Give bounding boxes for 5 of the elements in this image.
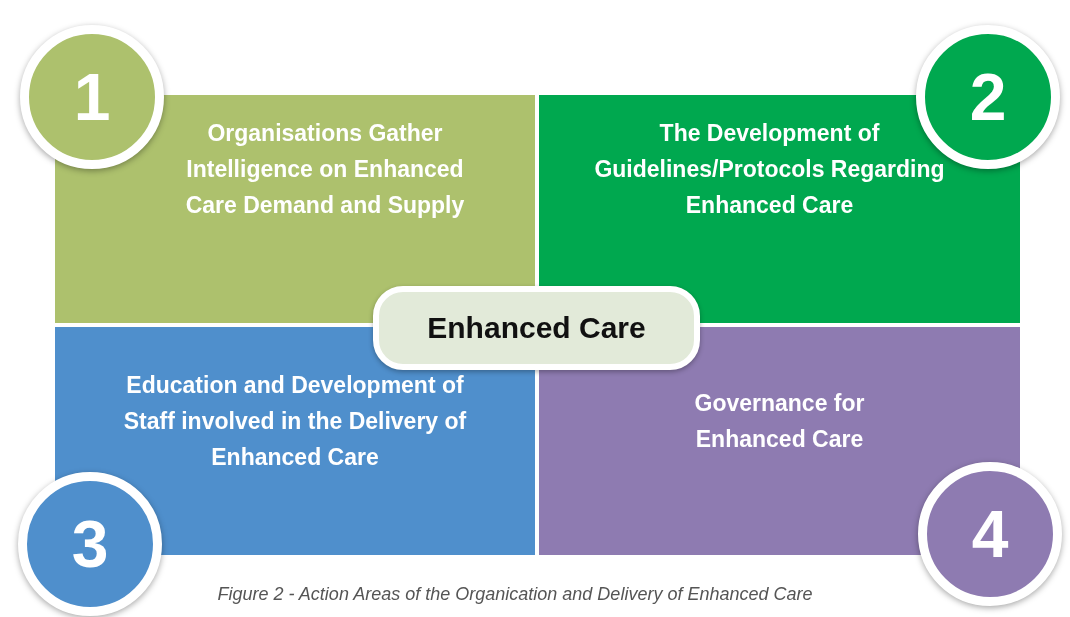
center-title-badge: Enhanced Care [373,286,700,370]
action-area-text: Education and Development of Staff involved in the Delivery of Enhanced Care [122,371,468,472]
figure-caption: Figure 2 - Action Areas of the Organication and Delivery of Enhanced Care [216,584,814,605]
action-area-text: Organisations Gather Intelligence on Enhanced Care Demand and Supply [184,119,466,220]
action-area-text: Governance for Enhanced Care [693,389,866,454]
